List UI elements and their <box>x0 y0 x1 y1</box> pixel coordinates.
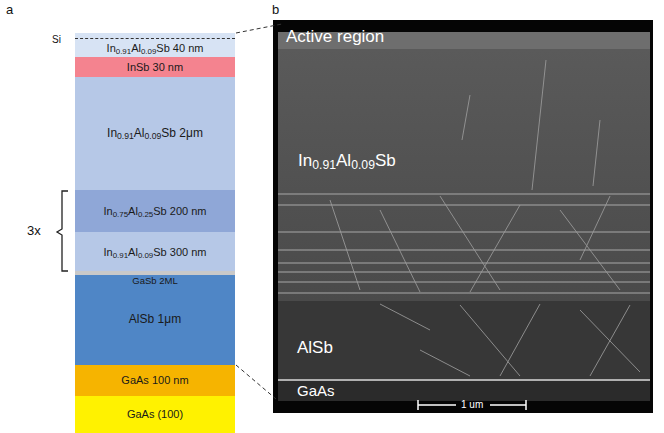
layer-band: In0.91Al0.09Sb 300 nm <box>75 232 235 272</box>
layer-band: InSb 30 nm <box>75 57 235 77</box>
layer-label: GaSb 2ML <box>75 276 235 287</box>
leader-line <box>236 24 282 33</box>
layer-label: In0.91Al0.09Sb 300 nm <box>104 246 207 259</box>
layer-label: GaAs 100 nm <box>121 374 188 387</box>
layer-label: In0.91Al0.09Sb 40 nm <box>107 42 204 55</box>
scale-label: 1 um <box>461 399 483 410</box>
bracket <box>57 191 68 271</box>
layer-band: GaAs 100 nm <box>75 365 235 396</box>
layer-band: In0.91Al0.09Sb 2μm <box>75 77 235 190</box>
layer-label: GaAs (100) <box>127 408 183 421</box>
layer-label: InSb 30 nm <box>127 61 183 74</box>
region-label: AlSb <box>297 339 333 358</box>
region-label: Si <box>52 34 61 45</box>
panel-label: a <box>6 3 13 17</box>
region-label: 3x <box>27 224 41 238</box>
layer-band: GaSb 2ML <box>75 271 235 275</box>
layer-band: AlSb 1μm <box>75 275 235 365</box>
leader-line <box>236 365 276 399</box>
sem-image <box>273 20 653 413</box>
layer-label: In0.75Al0.25Sb 200 nm <box>104 205 207 218</box>
layer-band: In0.91Al0.09Sb 40 nm <box>75 33 235 57</box>
region-label: GaAs <box>297 383 335 400</box>
layer-band: In0.75Al0.25Sb 200 nm <box>75 190 235 232</box>
layer-label: In0.91Al0.09Sb 2μm <box>107 127 203 141</box>
region-label: Active region <box>286 28 384 47</box>
region-label: In0.91Al0.09Sb <box>298 152 396 171</box>
panel-label: b <box>272 3 279 17</box>
layer-band: GaAs (100) <box>75 396 235 433</box>
dashed-line <box>75 38 235 39</box>
layer-label: AlSb 1μm <box>129 313 181 327</box>
